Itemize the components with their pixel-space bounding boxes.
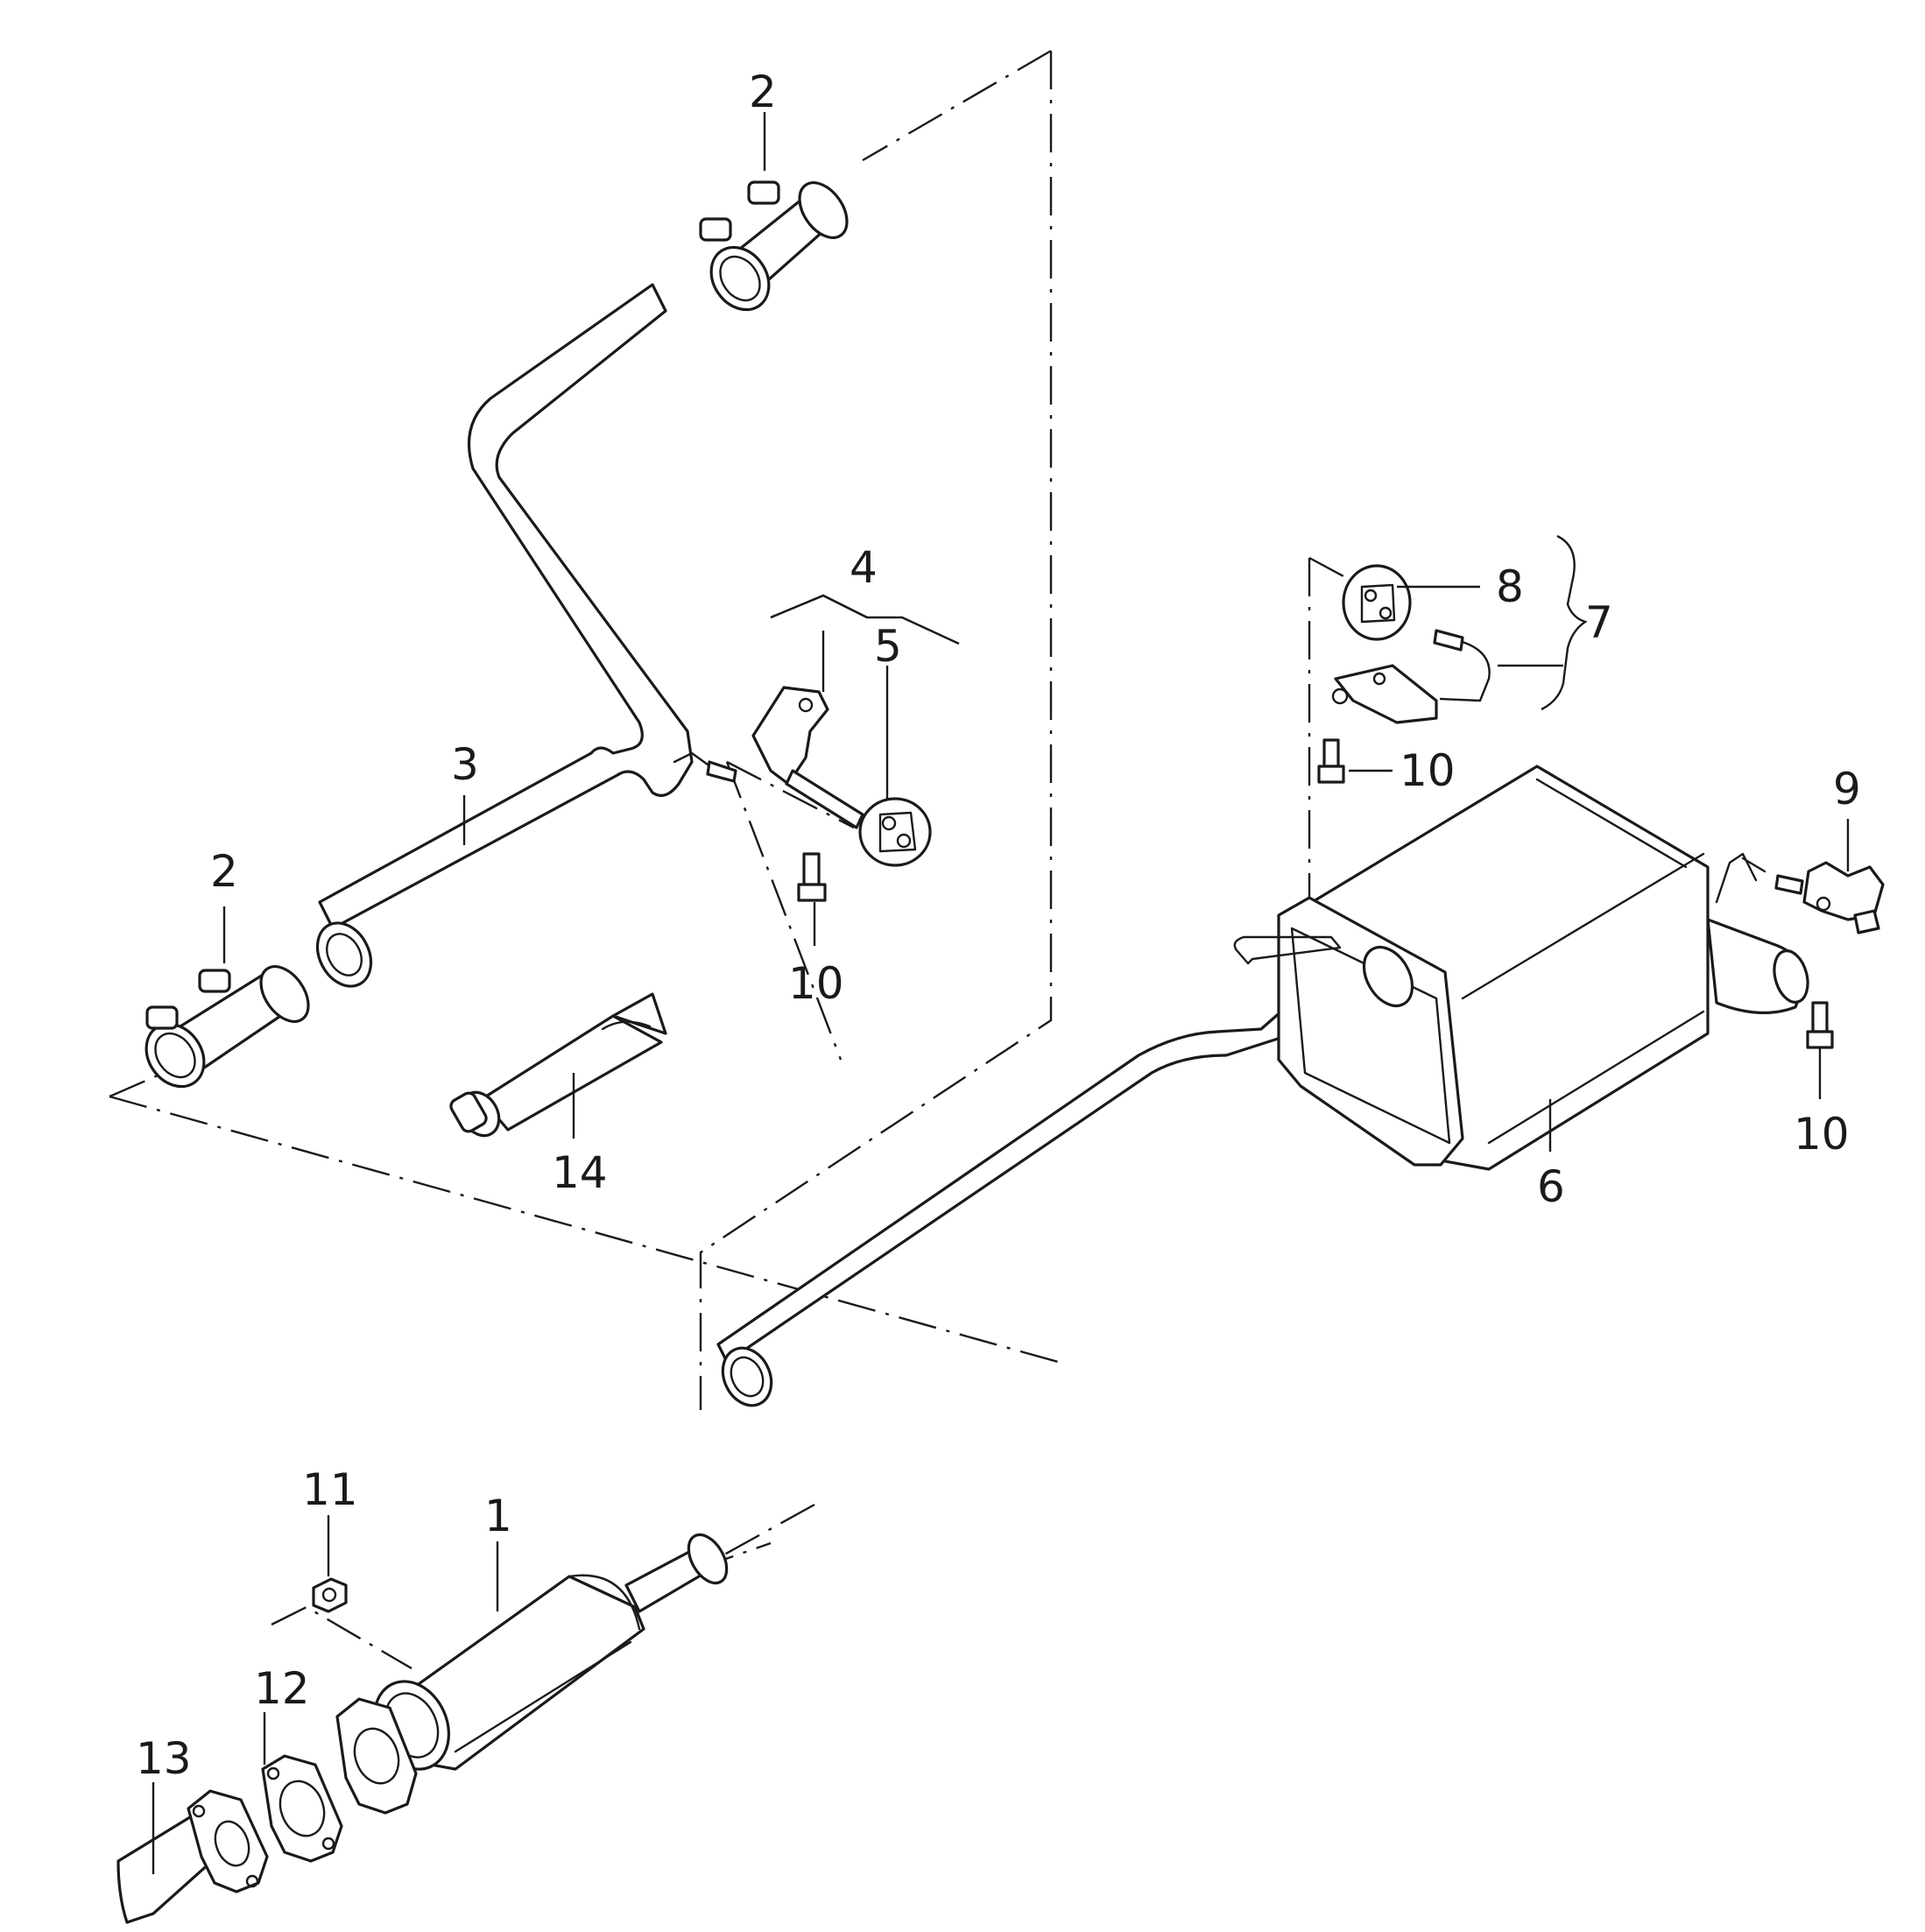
callout-7: 7 xyxy=(1585,597,1613,648)
bolt-far-right xyxy=(1806,1001,1834,1049)
front-pipe-13 xyxy=(116,1789,269,1924)
hanger-bracket xyxy=(751,686,864,829)
callout-labels: 2 2 3 4 5 10 8 7 10 9 10 6 14 11 1 12 13 xyxy=(136,67,1861,1784)
bracket-9 xyxy=(1774,861,1885,934)
callout-9: 9 xyxy=(1833,764,1861,814)
bolt-upper-right xyxy=(1317,738,1345,784)
bolt-center xyxy=(797,852,827,902)
nut-11 xyxy=(312,1577,348,1613)
callout-4: 4 xyxy=(850,542,878,593)
callout-1: 1 xyxy=(484,1491,512,1541)
callout-5: 5 xyxy=(874,621,902,672)
callout-2-top: 2 xyxy=(749,67,777,117)
callout-8: 8 xyxy=(1496,561,1524,612)
front-silencer xyxy=(373,1533,729,1771)
callout-3: 3 xyxy=(451,739,479,790)
rear-silencer xyxy=(716,765,1809,1407)
gasket-12 xyxy=(261,1754,343,1863)
callout-12: 12 xyxy=(254,1663,310,1714)
paste-tube-14 xyxy=(449,992,667,1138)
callout-10-upper-right: 10 xyxy=(1400,745,1456,796)
rubber-mount-5 xyxy=(858,797,932,867)
clamp-top xyxy=(699,180,849,312)
callout-6: 6 xyxy=(1537,1161,1565,1212)
callout-10-center: 10 xyxy=(788,958,844,1009)
callout-11: 11 xyxy=(302,1464,358,1515)
intermediate-pipe xyxy=(315,283,737,988)
callout-14: 14 xyxy=(552,1147,608,1198)
callout-10-far-right: 10 xyxy=(1794,1109,1850,1160)
rubber-mount-8 xyxy=(1342,564,1412,641)
hanger-7 xyxy=(1331,629,1491,724)
clamp-left xyxy=(145,965,310,1089)
callout-13: 13 xyxy=(136,1733,192,1784)
callout-2-left: 2 xyxy=(210,846,238,897)
leader-lines xyxy=(152,112,1850,1874)
flange-front xyxy=(335,1697,418,1815)
